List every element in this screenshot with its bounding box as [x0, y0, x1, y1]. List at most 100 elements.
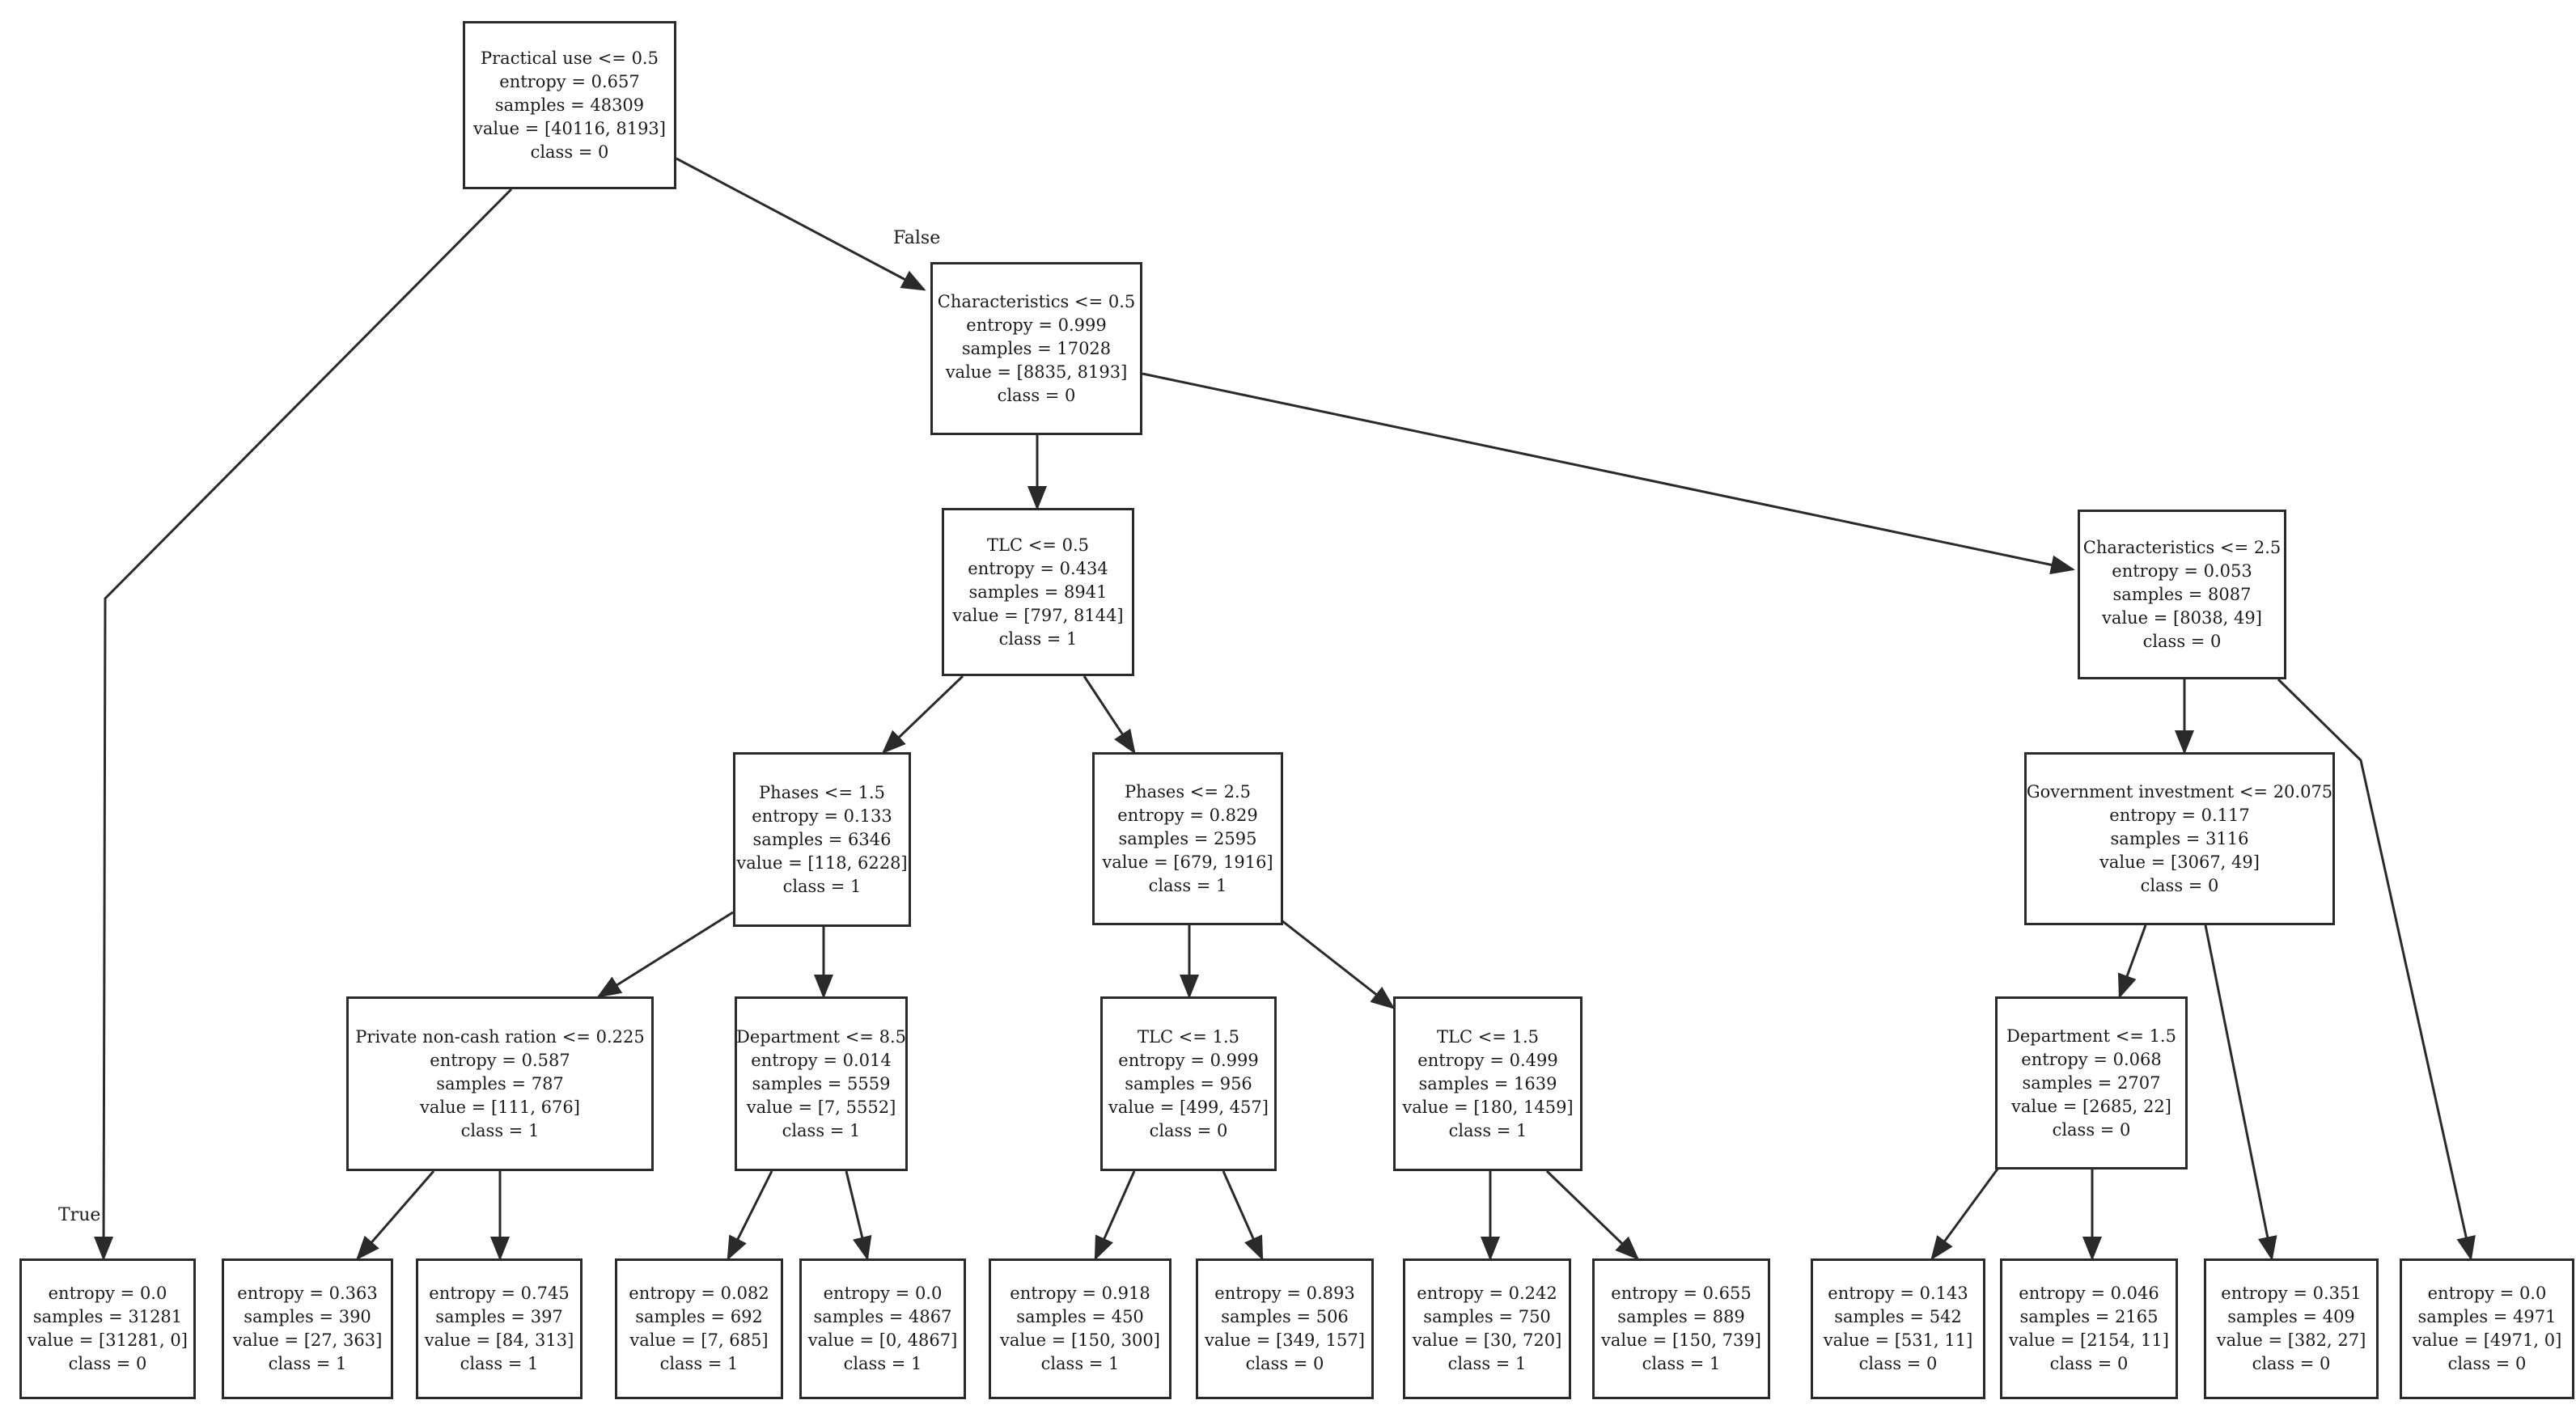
node-line: entropy = 0.014 [751, 1050, 892, 1070]
node-line: TLC <= 1.5 [1437, 1026, 1539, 1047]
node-line: samples = 2595 [1118, 828, 1257, 848]
node-line: class = 1 [460, 1120, 540, 1140]
node-line: entropy = 0.829 [1117, 805, 1258, 825]
node-line: entropy = 0.133 [752, 806, 892, 826]
node-line: value = [30, 720] [1412, 1330, 1562, 1350]
node-line: value = [349, 157] [1205, 1330, 1365, 1350]
node-line: class = 1 [1448, 1120, 1527, 1140]
node-line: Practical use <= 0.5 [481, 48, 659, 68]
node-line: Characteristics <= 0.5 [937, 291, 1136, 311]
node-line: class = 1 [843, 1354, 922, 1373]
node-line: samples = 397 [435, 1307, 563, 1326]
node-line: class = 0 [1149, 1120, 1228, 1140]
node-line: class = 0 [530, 142, 609, 162]
node-line: value = [3067, 49] [2099, 852, 2260, 872]
node-line: Phases <= 1.5 [758, 782, 886, 802]
node-line: samples = 750 [1423, 1307, 1551, 1326]
node-line: Phases <= 2.5 [1124, 781, 1252, 802]
node-line: entropy = 0.0 [2427, 1284, 2547, 1303]
node-line: value = [118, 6228] [736, 852, 908, 873]
node-line: samples = 8087 [2112, 584, 2252, 604]
edge-n7-to-n14 [2204, 924, 2277, 1261]
node-line: value = [40116, 8193] [473, 118, 666, 138]
node-line: value = [27, 363] [232, 1330, 383, 1350]
node-line: class = 0 [1858, 1354, 1938, 1373]
edge-n10-to-n17 [727, 1170, 773, 1261]
node-line: class = 1 [268, 1354, 347, 1373]
node-line: samples = 956 [1125, 1073, 1252, 1093]
node-line: class = 1 [782, 876, 862, 896]
edge-n0-to-n1 [94, 188, 513, 1261]
tree-node-n20: entropy = 0.893 samples = 506 value = [349… [1196, 1258, 1374, 1399]
node-line: samples = 450 [1016, 1307, 1144, 1326]
node-line: value = [7, 5552] [746, 1097, 896, 1117]
node-line: samples = 8941 [968, 582, 1108, 602]
node-line: Government investment <= 20.075 [2026, 781, 2333, 802]
node-line: value = [2154, 11] [2009, 1330, 2169, 1350]
node-line: TLC <= 0.5 [987, 535, 1089, 555]
node-line: entropy = 0.082 [629, 1284, 769, 1303]
node-line: TLC <= 1.5 [1138, 1026, 1239, 1047]
edge-n4-to-n8 [2277, 678, 2476, 1261]
node-line: value = [8835, 8193] [945, 362, 1128, 382]
node-line: value = [111, 676] [420, 1097, 580, 1117]
node-line: entropy = 0.434 [968, 558, 1108, 578]
node-line: class = 0 [2252, 1354, 2331, 1373]
node-line: entropy = 0.745 [429, 1284, 570, 1303]
node-line: class = 0 [1245, 1354, 1324, 1373]
node-line: samples = 787 [436, 1073, 564, 1093]
edge-n11-to-n20 [1222, 1170, 1264, 1261]
node-line: samples = 4971 [2417, 1307, 2557, 1326]
edge-n6-to-n12 [1281, 919, 1396, 1009]
node-line: value = [31281, 0] [28, 1330, 188, 1350]
node-line: value = [679, 1916] [1102, 852, 1273, 872]
node-line: samples = 5559 [752, 1073, 891, 1093]
edge-n3-to-n6 [1083, 675, 1136, 755]
node-line: class = 1 [1040, 1354, 1120, 1373]
node-line: value = [4971, 0] [2412, 1330, 2562, 1350]
node-line: value = [382, 27] [2216, 1330, 2366, 1350]
node-line: entropy = 0.893 [1214, 1284, 1355, 1303]
tree-node-n14: entropy = 0.351 samples = 409 value = [382… [2204, 1258, 2379, 1399]
node-line: samples = 48309 [494, 95, 645, 115]
edge-n5-to-n9 [596, 911, 734, 998]
node-line: entropy = 0.999 [1118, 1050, 1259, 1070]
node-line: class = 1 [1642, 1354, 1721, 1373]
node-line: samples = 889 [1617, 1307, 1745, 1326]
node-line: samples = 542 [1834, 1307, 1962, 1326]
node-line: class = 1 [1148, 875, 1227, 895]
node-line: class = 0 [2049, 1354, 2129, 1373]
node-line: entropy = 0.046 [2019, 1284, 2159, 1303]
node-line: class = 0 [997, 385, 1076, 405]
node-line: class = 1 [460, 1354, 539, 1373]
edge-n12-to-n22 [1545, 1170, 1640, 1261]
node-line: entropy = 0.0 [48, 1284, 167, 1303]
node-line: samples = 17028 [961, 338, 1112, 358]
node-line: value = [7, 685] [629, 1330, 769, 1350]
node-line: class = 0 [2140, 875, 2219, 895]
node-line: class = 1 [782, 1120, 861, 1140]
node-line: Private non-cash ration <= 0.225 [355, 1026, 645, 1047]
node-line: samples = 2707 [2022, 1072, 2161, 1093]
node-line: samples = 3116 [2110, 828, 2249, 848]
node-line: entropy = 0.351 [2221, 1284, 2362, 1303]
node-line: Department <= 8.5 [736, 1026, 906, 1047]
node-line: samples = 506 [1221, 1307, 1349, 1326]
node-line: Department <= 1.5 [2006, 1026, 2176, 1046]
node-line: samples = 409 [2227, 1307, 2355, 1326]
